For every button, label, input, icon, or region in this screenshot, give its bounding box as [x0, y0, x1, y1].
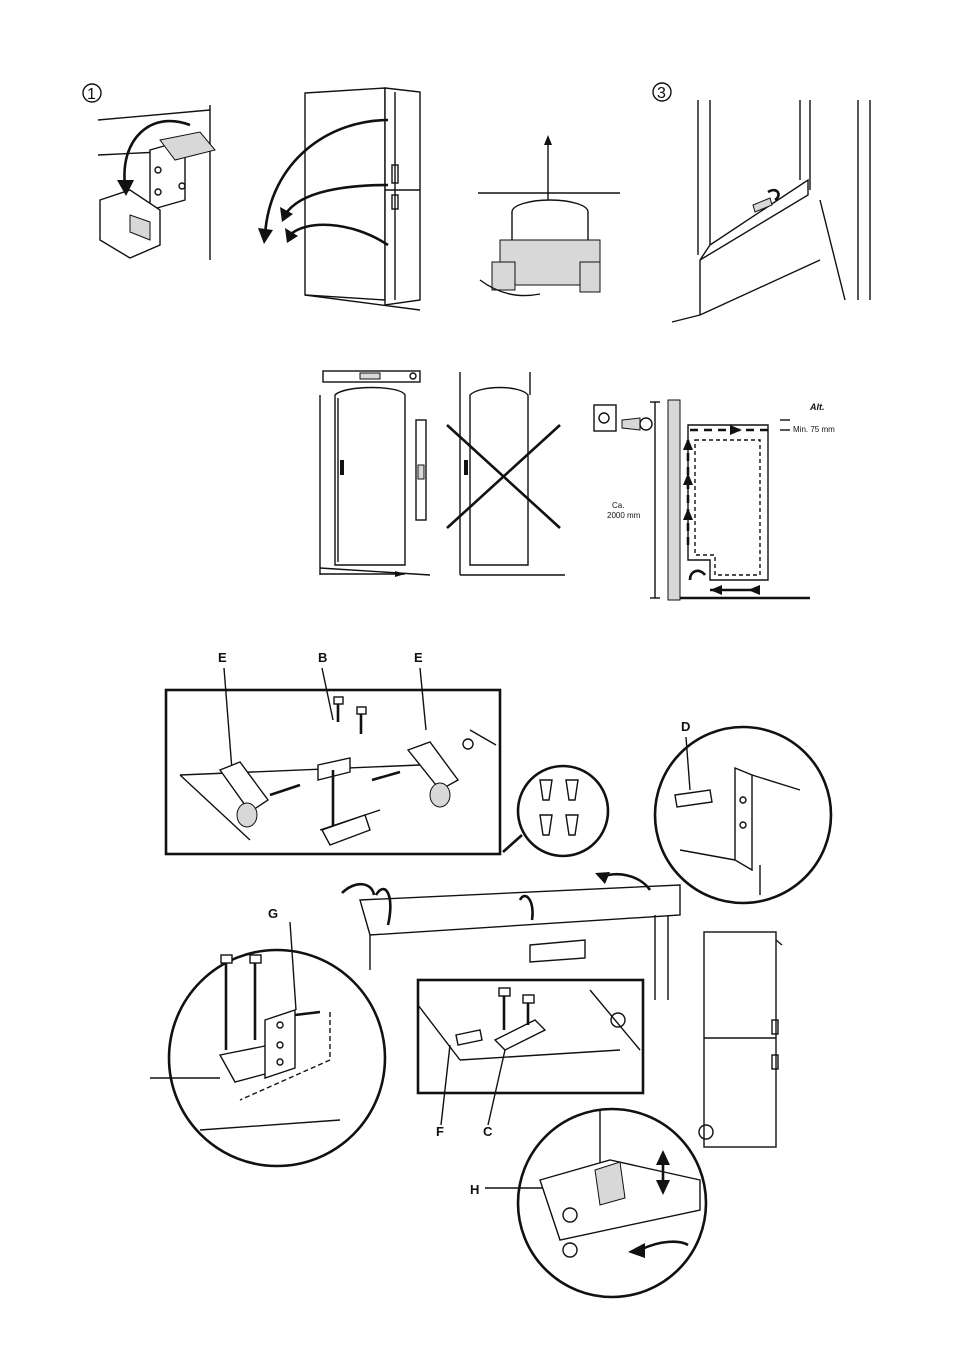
alt-label: Alt.: [809, 402, 825, 412]
panel-ventilation: Ca. 2000 mm Alt. Min. 75 mm: [594, 400, 835, 600]
part-label-h: H: [470, 1182, 479, 1197]
part-label-g: G: [268, 906, 278, 921]
panel-interior-clip: 3: [653, 83, 870, 322]
hinge-icon: [150, 132, 215, 210]
height-label-2: 2000 mm: [607, 511, 641, 520]
height-label-1: Ca.: [612, 501, 624, 510]
step-number-1: 1: [87, 86, 96, 103]
part-label-e-left: E: [218, 650, 227, 665]
wall-socket-icon: [594, 405, 652, 431]
spirit-level-icon: [323, 371, 420, 382]
part-label-c: C: [483, 1124, 493, 1139]
refrigerator-small-icon: [699, 932, 782, 1147]
step-number-3: 3: [657, 85, 666, 102]
inset-plate-fc: [418, 980, 643, 1125]
min-distance-label: Min. 75 mm: [793, 425, 835, 434]
inset-caps: [503, 766, 608, 856]
compressor-icon: [478, 135, 620, 296]
part-label-b: B: [318, 650, 327, 665]
inset-hinge-pin-d: [655, 727, 831, 903]
panel-door-reversal: [258, 88, 420, 310]
panel-hinge-cover: 1: [83, 84, 215, 260]
inset-top-hinges: [166, 668, 500, 854]
panel-wrong-placement: [447, 372, 565, 575]
panel-level-check: [320, 371, 430, 577]
part-label-f: F: [436, 1124, 444, 1139]
part-label-d: D: [681, 719, 690, 734]
inset-bracket-g: [150, 922, 385, 1166]
inset-adjustable-foot-h: [485, 1109, 706, 1297]
part-label-e-right: E: [414, 650, 423, 665]
